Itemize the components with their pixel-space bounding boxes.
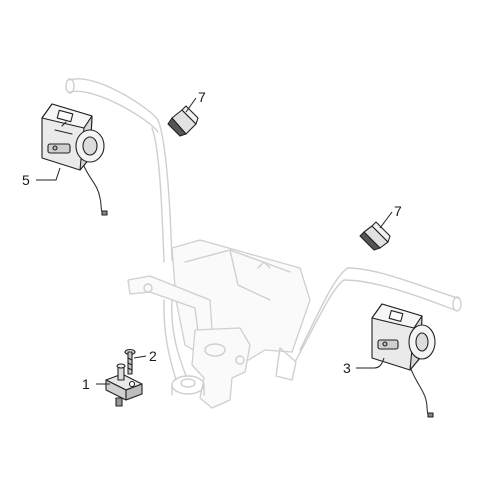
handlebar-frame <box>65 78 462 409</box>
callout-1: 1 <box>82 376 90 392</box>
leader-lines <box>36 97 393 385</box>
screw <box>124 348 136 375</box>
plug-upper <box>167 105 199 137</box>
leader-2 <box>133 355 147 359</box>
leader-5 <box>36 167 61 181</box>
callout-3: 3 <box>343 360 351 376</box>
right-handlebar-switch <box>371 303 436 418</box>
plug-lower <box>359 221 391 251</box>
left-handlebar-switch <box>41 103 108 216</box>
callout-7b: 7 <box>394 203 402 219</box>
leader-7a <box>185 97 197 113</box>
callout-2: 2 <box>149 348 157 364</box>
callout-labels: 1 2 3 5 7 7 <box>22 89 402 392</box>
leader-7b <box>379 211 393 229</box>
callout-5: 5 <box>22 172 30 188</box>
callout-7a: 7 <box>198 89 206 105</box>
sensor-switch <box>105 363 143 407</box>
leader-3 <box>356 357 385 369</box>
